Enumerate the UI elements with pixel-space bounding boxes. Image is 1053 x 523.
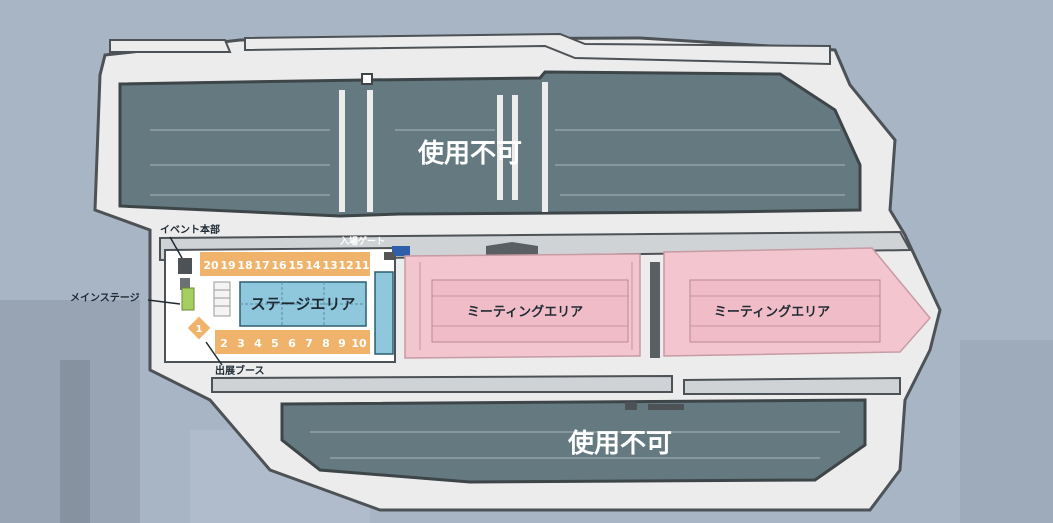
event-hq-label: イベント本部 [160,223,220,236]
booth-label: 出展ブース [215,364,265,377]
svg-text:18: 18 [237,259,252,272]
north-lot-stall-lines [150,129,845,196]
north-closed-label: 使用不可 [417,139,522,169]
svg-text:14: 14 [305,259,321,272]
svg-text:12: 12 [338,259,353,272]
entrance-gate-2 [384,252,394,260]
svg-text:2: 2 [220,337,228,350]
svg-text:9: 9 [338,337,346,350]
meeting-area-east-label: ミーティングエリア [714,304,830,320]
svg-text:5: 5 [271,337,279,350]
south-road-east [683,376,901,395]
svg-text:13: 13 [322,259,337,272]
main-stage-label: メインステージ [70,292,140,304]
meeting-area-east-inner [689,279,881,343]
svg-text:7: 7 [305,337,313,350]
event-hq-building-2 [180,278,190,290]
entrance-gate [392,246,410,256]
main-stage-pointer [147,299,181,305]
svg-text:11: 11 [354,259,369,272]
stage-area-grid [240,282,366,326]
meeting-east-stalls [690,295,880,327]
north-closed-lot [118,70,862,218]
svg-text:6: 6 [288,337,296,350]
south-closed-lot [280,398,867,484]
entrance-gate-label: 入場ゲート [339,235,385,247]
side-booth-lines [214,289,230,307]
booth-row-bottom: 2 3 4 5 6 7 8 9 10 [215,330,370,354]
south-lot-stall-lines [310,431,840,459]
svg-text:8: 8 [322,337,330,350]
stage-area-label: ステージエリア [251,295,356,313]
meeting-area-west-inner [431,279,629,343]
stage-side-strip [374,271,394,355]
svg-text:19: 19 [220,259,235,272]
svg-text:16: 16 [271,259,287,272]
svg-text:3: 3 [237,337,245,350]
top-road-strip [109,39,232,53]
meeting-divider [650,262,660,358]
booth-row-top: 20 19 18 17 16 15 14 13 12 11 [200,252,370,276]
south-lot-marker [625,402,637,410]
meeting-west-stalls [419,262,633,350]
main-stage [181,287,195,311]
south-lot-marker-2 [648,404,684,410]
svg-text:20: 20 [203,259,219,272]
event-hq-pointer [169,236,183,259]
svg-text:4: 4 [254,337,262,350]
kiosk-marker [361,73,373,85]
booth-pointer [205,341,223,366]
side-booth [213,281,231,317]
top-road-strip-2 [244,32,831,66]
event-hq-building [178,258,192,274]
booth-1-number: 1 [196,324,203,335]
south-road [211,374,673,393]
svg-text:10: 10 [351,337,367,350]
south-closed-label: 使用不可 [567,429,672,459]
meeting-area-west-label: ミーティングエリア [467,304,583,320]
svg-text:17: 17 [254,259,269,272]
north-lot-lanes [339,82,548,212]
svg-text:15: 15 [288,259,303,272]
